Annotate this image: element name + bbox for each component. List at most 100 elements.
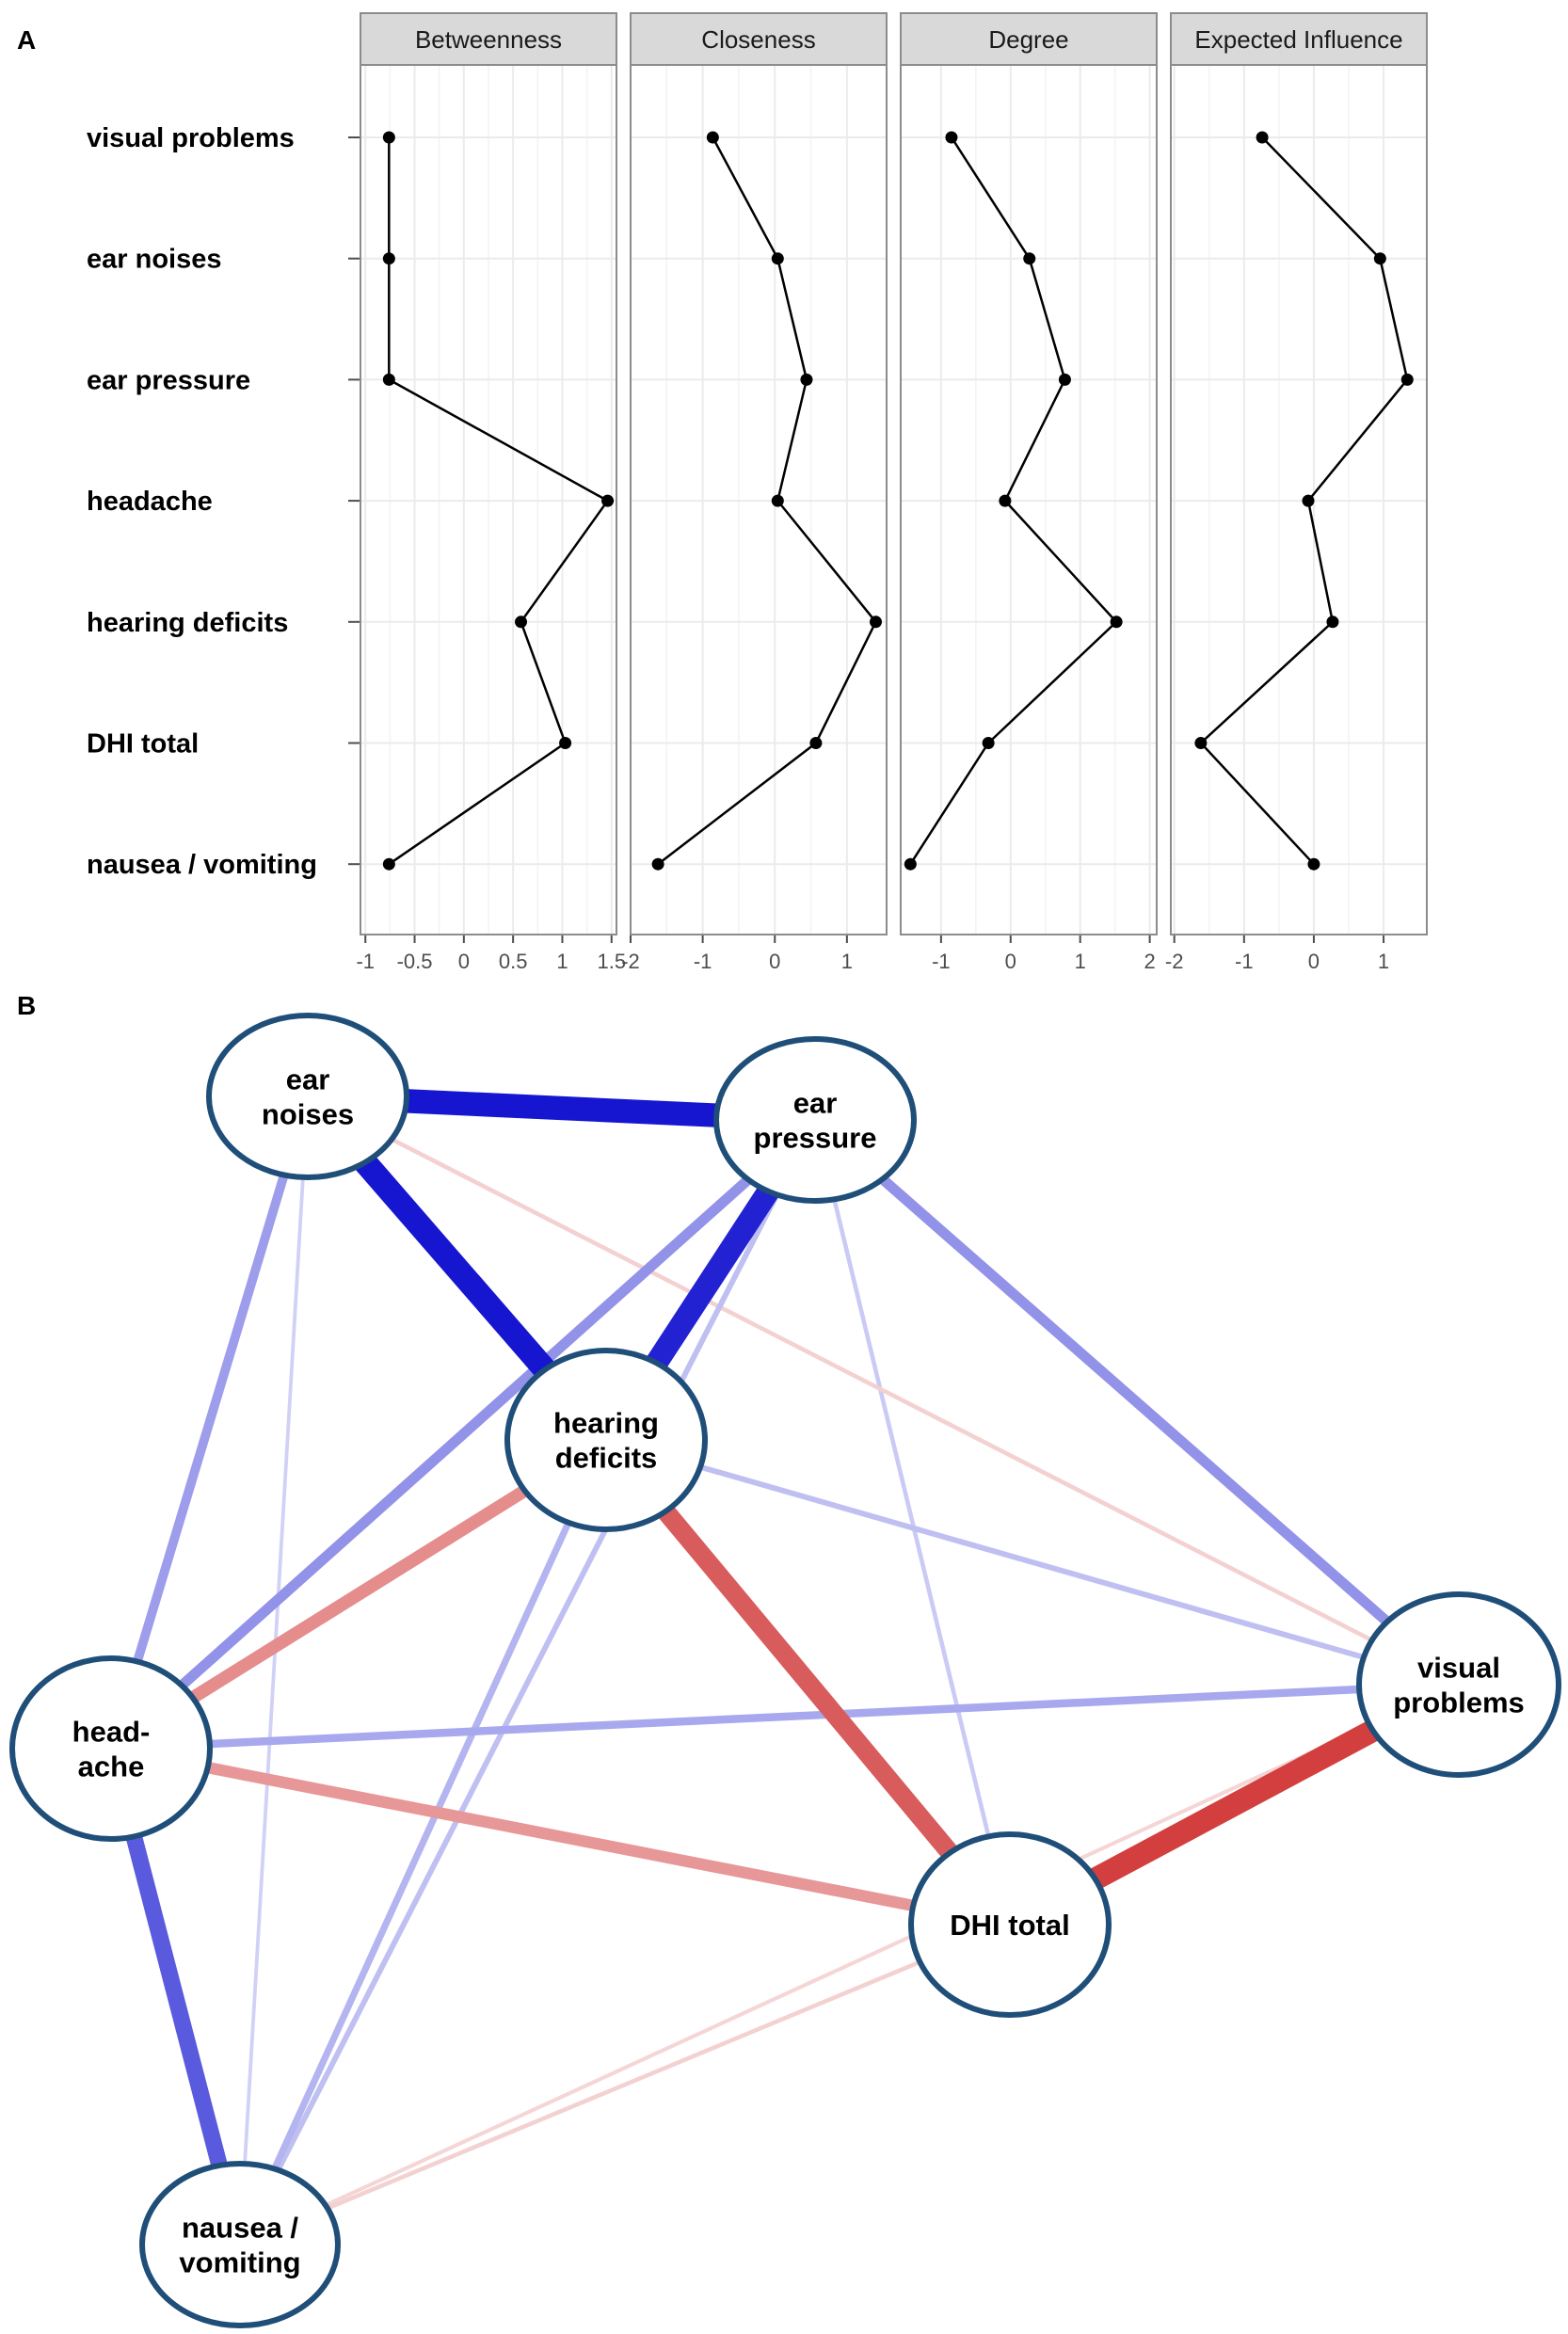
facet-strip-expected-influence [1170, 12, 1428, 66]
facet-border-expected-influence [1170, 64, 1428, 935]
facet-strip-closeness [630, 12, 888, 66]
data-point-degree-visual-problems [945, 131, 958, 144]
data-point-expected-influence-hearing-deficits [1326, 615, 1339, 629]
x-tick-label-betweenness: -1 [356, 950, 375, 973]
data-point-degree-ear-pressure [1058, 373, 1071, 386]
edge-ear-pressure-to-dhi-total [812, 1119, 1013, 1926]
node-label: hearing [553, 1407, 659, 1440]
network-edges [103, 1084, 1464, 2247]
data-point-betweenness-ear-noises [382, 252, 395, 265]
node-label: pressure [754, 1122, 877, 1155]
x-tick-label-degree: -1 [932, 950, 951, 973]
node-circle [713, 1036, 917, 1204]
node-label: noises [262, 1098, 354, 1131]
data-point-expected-influence-ear-noises [1373, 252, 1386, 265]
node-label: ear [286, 1063, 330, 1096]
facet-title-degree: Degree [988, 25, 1068, 54]
facet-border-degree [900, 64, 1158, 935]
data-point-closeness-hearing-deficits [870, 615, 883, 629]
x-tick-label-betweenness: -0.5 [397, 950, 433, 973]
edge-nausea-vomiting-to-dhi-total [239, 1922, 1011, 2247]
facet-degree: Degree -1 0 1 2 [900, 12, 1158, 973]
x-tick-label-expected-influence: 1 [1378, 950, 1389, 973]
row-label-visual-problems: visual problems [87, 123, 295, 153]
data-point-betweenness-hearing-deficits [515, 615, 528, 629]
row-label-hearing-deficits: hearing deficits [87, 608, 288, 638]
node-label: head- [72, 1716, 151, 1749]
node-label: DHI total [950, 1909, 1069, 1942]
x-tick-label-betweenness: 1 [556, 950, 568, 973]
node-label: problems [1393, 1687, 1525, 1719]
node-label: deficits [555, 1442, 658, 1475]
data-point-expected-influence-headache [1302, 494, 1315, 507]
x-tick-label-degree: 1 [1075, 950, 1086, 973]
row-label-ear-pressure: ear pressure [87, 365, 250, 395]
edge-ear-pressure-to-headache [107, 1115, 819, 1753]
edge-headache-to-dhi-total [109, 1742, 1012, 1931]
node-label: ear [793, 1087, 838, 1120]
panel-b-letter: B [17, 991, 36, 1020]
row-label-nausea-vomiting: nausea / vomiting [87, 850, 317, 880]
node-circle [206, 1013, 409, 1180]
data-point-closeness-headache [771, 494, 784, 507]
x-tick-label-closeness: 0 [769, 950, 780, 973]
data-point-betweenness-ear-pressure [382, 373, 395, 386]
facet-betweenness: Betweenness -1 -0.5 0 0.5 1 1.5 [356, 12, 626, 973]
data-point-degree-headache [999, 494, 1012, 507]
data-point-closeness-dhi-total [809, 737, 823, 749]
node-circle [139, 2161, 341, 2328]
data-point-closeness-ear-noises [771, 252, 784, 265]
x-tick-label-degree: 0 [1005, 950, 1016, 973]
facet-title-betweenness: Betweenness [415, 25, 562, 54]
facet-title-closeness: Closeness [701, 25, 815, 54]
x-tick-label-expected-influence: 0 [1308, 950, 1320, 973]
facet-title-expected-influence: Expected Influence [1194, 25, 1402, 54]
data-point-betweenness-visual-problems [382, 131, 395, 144]
node-circle [908, 1831, 1112, 2018]
x-tick-label-closeness: -2 [621, 950, 640, 973]
data-point-closeness-visual-problems [706, 131, 719, 144]
edge-hearing-deficits-to-visual-problems [605, 1437, 1460, 1687]
node-headache: head-ache [9, 1655, 213, 1842]
node-dhi-total: DHI total [908, 1831, 1112, 2018]
data-point-expected-influence-dhi-total [1194, 737, 1208, 749]
node-label: vomiting [179, 2246, 300, 2279]
edge-ear-pressure-to-nausea-vomiting [237, 1118, 818, 2246]
x-tick-label-degree: 2 [1144, 950, 1155, 973]
edge-ear-noises-to-headache [106, 1095, 312, 1750]
row-label-dhi-total: DHI total [87, 729, 199, 759]
data-point-degree-dhi-total [982, 737, 995, 749]
data-point-betweenness-headache [601, 494, 615, 507]
edge-headache-to-visual-problems [110, 1680, 1460, 1753]
edge-ear-noises-to-nausea-vomiting [238, 1095, 310, 2246]
node-label: visual [1417, 1652, 1500, 1685]
data-point-degree-hearing-deficits [1110, 615, 1123, 629]
data-point-degree-nausea-vomiting [904, 857, 917, 871]
x-tick-label-betweenness: 1.5 [597, 950, 626, 973]
facet-border-closeness [630, 64, 888, 935]
panel-a-letter: A [17, 25, 36, 55]
node-circle [9, 1655, 213, 1842]
edge-hearing-deficits-to-nausea-vomiting [236, 1438, 610, 2246]
row-label-headache: headache [87, 487, 213, 517]
data-point-closeness-nausea-vomiting [651, 857, 664, 871]
x-tick-label-betweenness: 0 [458, 950, 470, 973]
edge-ear-noises-to-visual-problems [306, 1094, 1461, 1687]
row-label-ear-noises: ear noises [87, 245, 221, 275]
data-point-betweenness-nausea-vomiting [382, 857, 395, 871]
data-point-degree-ear-noises [1023, 252, 1036, 265]
x-tick-label-closeness: -1 [694, 950, 712, 973]
x-tick-label-betweenness: 0.5 [499, 950, 528, 973]
node-circle [1356, 1591, 1561, 1778]
x-tick-label-expected-influence: -1 [1235, 950, 1254, 973]
node-label: ache [78, 1750, 145, 1783]
node-nausea-vomiting: nausea /vomiting [139, 2161, 341, 2328]
node-label: nausea / [182, 2212, 298, 2245]
x-tick-label-closeness: 1 [841, 950, 853, 973]
